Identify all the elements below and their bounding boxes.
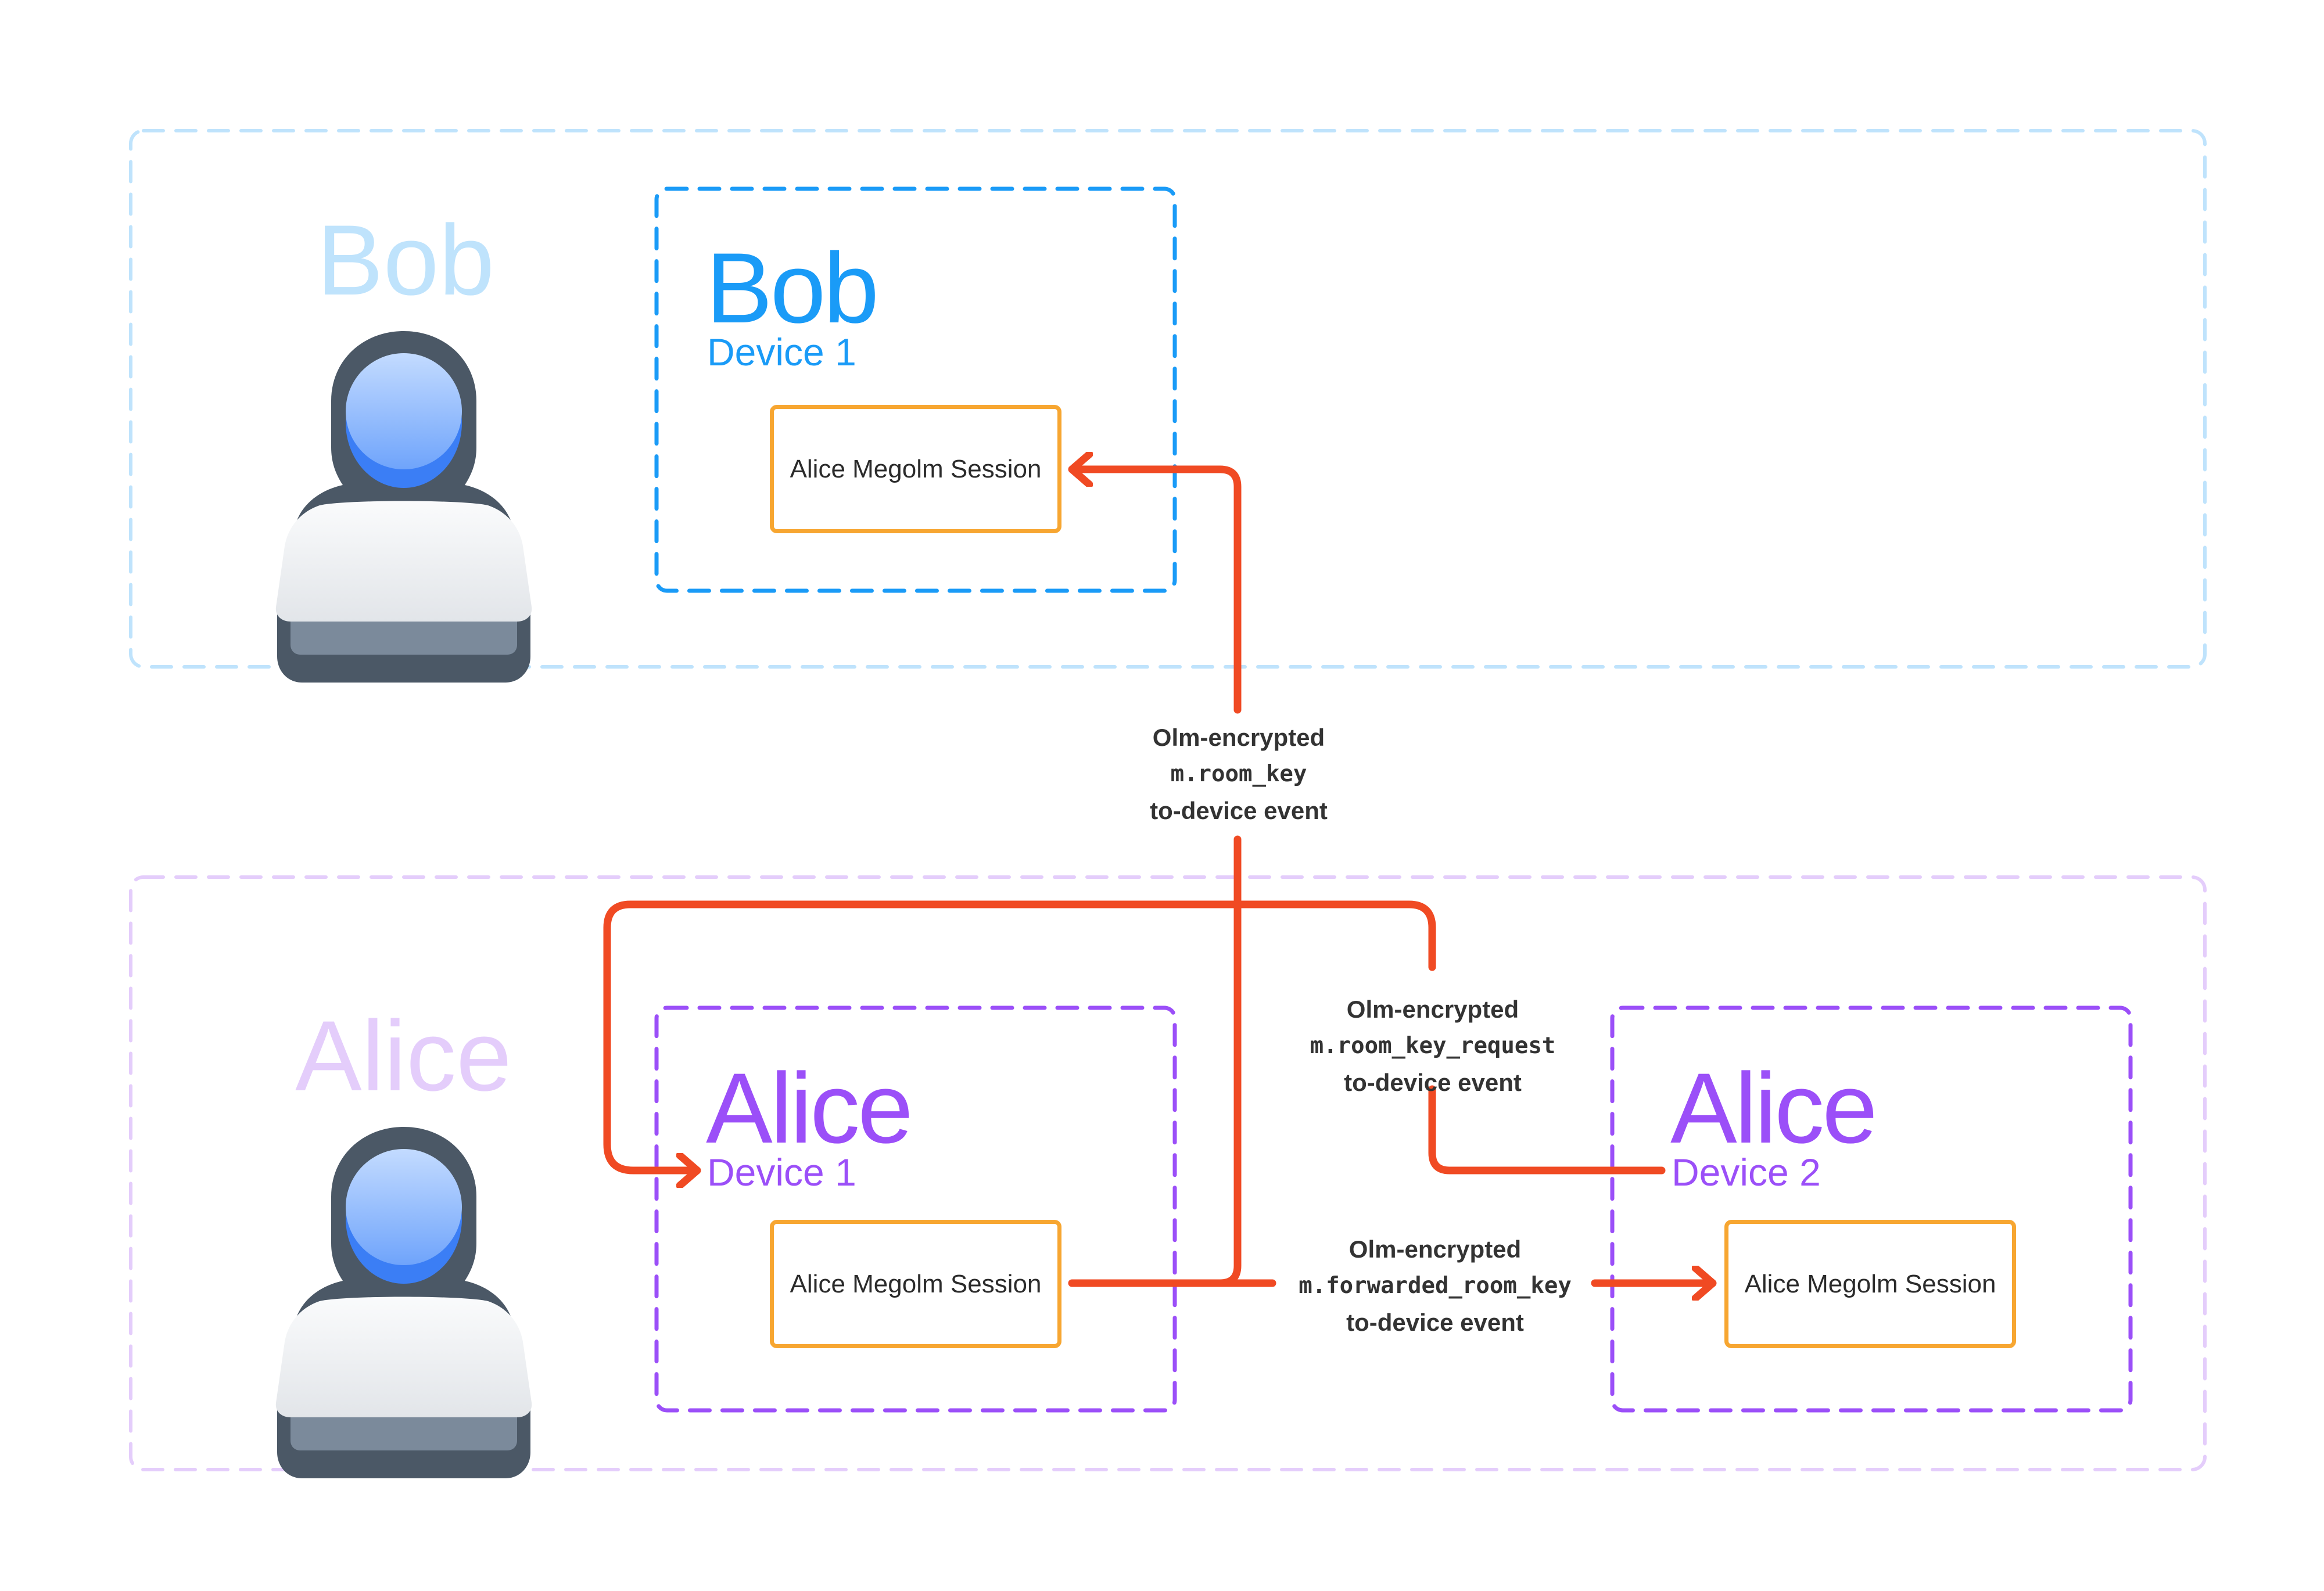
event-kind: to-device event [1346, 1309, 1524, 1336]
event-label-forwarded-room-key: Olm-encrypted m.forwarded_room_key to-de… [1299, 1231, 1572, 1341]
arrow-room-key-request [603, 900, 1436, 1170]
arrow-room-key-request-a [1428, 1085, 1666, 1175]
user-avatar-icon [275, 1127, 532, 1478]
user-avatar-icon [275, 331, 532, 683]
session-label: Alice Megolm Session [790, 454, 1042, 483]
bob-device-1-name: Bob [706, 232, 879, 344]
event-kind: to-device event [1150, 797, 1328, 824]
event-type: m.room_key_request [1310, 1033, 1556, 1059]
bob-device-1-frame [654, 186, 1177, 593]
alice-device-1-label: Device 1 [707, 1151, 856, 1194]
bob-device-1-label: Device 1 [707, 331, 856, 373]
alice-device-2-session: Alice Megolm Session [1724, 1220, 2016, 1348]
event-type: m.forwarded_room_key [1299, 1273, 1572, 1299]
alice-group-frame [129, 875, 2207, 1471]
alice-device-1-frame [654, 1005, 1177, 1413]
alice-user-label: Alice [295, 1000, 512, 1112]
bob-group-frame [129, 129, 2207, 669]
event-type: m.room_key [1170, 761, 1307, 787]
event-label-room-key-request: Olm-encrypted m.room_key_request to-devi… [1310, 991, 1556, 1101]
arrow-room-key [1068, 469, 1242, 714]
event-encryption: Olm-encrypted [1346, 996, 1519, 1023]
alice-device-2-label: Device 2 [1672, 1151, 1821, 1194]
bob-user-label: Bob [317, 204, 495, 316]
alice-device-2-name: Alice [1670, 1053, 1878, 1164]
session-label: Alice Megolm Session [1744, 1269, 1996, 1298]
event-encryption: Olm-encrypted [1152, 724, 1325, 751]
event-encryption: Olm-encrypted [1349, 1236, 1522, 1263]
event-label-room-key: Olm-encrypted m.room_key to-device event [1150, 719, 1328, 829]
bob-device-1-session: Alice Megolm Session [770, 405, 1061, 533]
session-label: Alice Megolm Session [790, 1269, 1042, 1298]
alice-device-1-session: Alice Megolm Session [770, 1220, 1061, 1348]
event-kind: to-device event [1344, 1069, 1522, 1096]
alice-device-2-frame [1610, 1005, 2133, 1413]
alice-device-1-name: Alice [706, 1053, 913, 1164]
